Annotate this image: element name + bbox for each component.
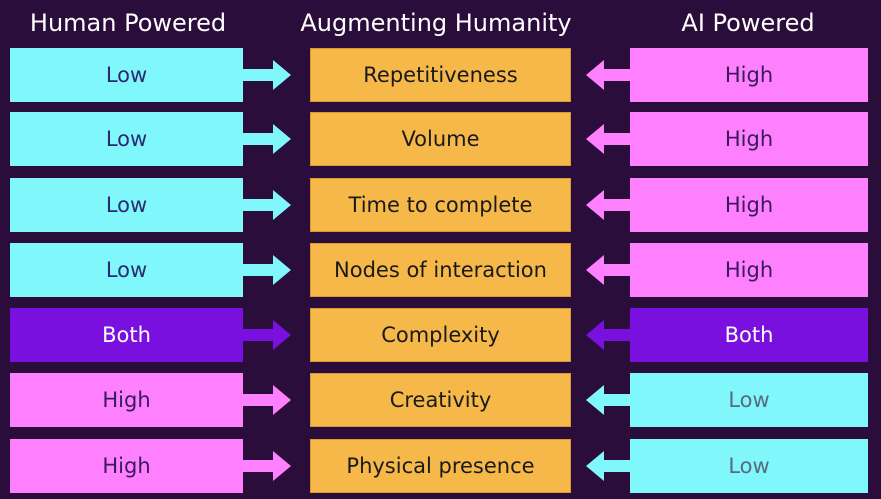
human-level-box: Low (10, 178, 243, 232)
ai-level-box: High (630, 178, 868, 232)
ai-level-box: High (630, 112, 868, 166)
ai-powered-heading: AI Powered (681, 9, 815, 37)
right-arrow-icon (243, 60, 291, 90)
right-arrow-icon (243, 451, 291, 481)
right-arrow-icon (243, 385, 291, 415)
factor-box: Volume (310, 112, 571, 166)
ai-level-box: Low (630, 439, 868, 493)
human-level-box: Low (10, 48, 243, 102)
augmenting-humanity-heading: Augmenting Humanity (300, 9, 572, 37)
ai-level-box: Both (630, 308, 868, 362)
comparison-row: High Physical presence Low (0, 439, 881, 493)
comparison-row: Low Nodes of interaction High (0, 243, 881, 297)
left-arrow-icon (586, 320, 634, 350)
left-arrow-icon (586, 190, 634, 220)
ai-level-box: High (630, 243, 868, 297)
human-level-box: High (10, 373, 243, 427)
left-arrow-icon (586, 255, 634, 285)
human-level-box: Low (10, 112, 243, 166)
ai-level-box: Low (630, 373, 868, 427)
right-arrow-icon (243, 320, 291, 350)
factor-box: Creativity (310, 373, 571, 427)
left-arrow-icon (586, 60, 634, 90)
left-arrow-icon (586, 451, 634, 481)
left-arrow-icon (586, 385, 634, 415)
factor-box: Physical presence (310, 439, 571, 493)
comparison-row: Both Complexity Both (0, 308, 881, 362)
right-arrow-icon (243, 255, 291, 285)
factor-box: Complexity (310, 308, 571, 362)
right-arrow-icon (243, 124, 291, 154)
comparison-row: High Creativity Low (0, 373, 881, 427)
ai-level-box: High (630, 48, 868, 102)
comparison-row: Low Time to complete High (0, 178, 881, 232)
human-level-box: Both (10, 308, 243, 362)
human-level-box: High (10, 439, 243, 493)
comparison-row: Low Volume High (0, 112, 881, 166)
factor-box: Time to complete (310, 178, 571, 232)
left-arrow-icon (586, 124, 634, 154)
comparison-row: Low Repetitiveness High (0, 48, 881, 102)
human-level-box: Low (10, 243, 243, 297)
factor-box: Repetitiveness (310, 48, 571, 102)
human-powered-heading: Human Powered (29, 9, 227, 37)
factor-box: Nodes of interaction (310, 243, 571, 297)
right-arrow-icon (243, 190, 291, 220)
